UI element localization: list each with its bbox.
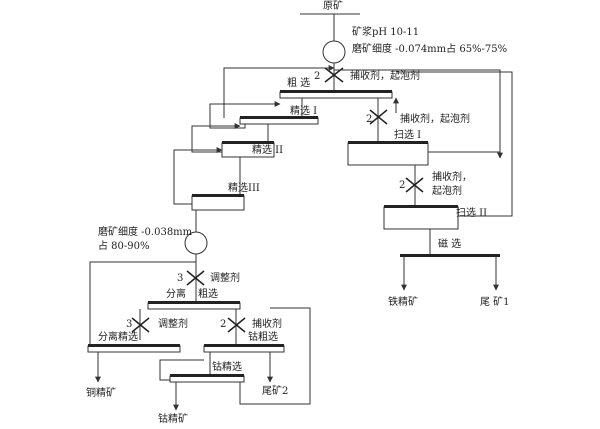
- separation-cleaner-bar: [88, 344, 180, 347]
- scavenger1-return: [334, 69, 501, 153]
- rougher-bar: [280, 90, 392, 93]
- cobalt-rougher-stage-no: 2: [220, 319, 227, 330]
- separation-cleaner-x: [131, 317, 150, 333]
- cobalt-conc-label: 钴精矿: [158, 414, 188, 425]
- scavenger1-cell: [347, 142, 429, 166]
- separation-rougher-label-right: 粗选: [198, 289, 218, 300]
- separation-conditioner-x: [186, 270, 205, 286]
- cleaner3-bar: [192, 194, 244, 197]
- cleaner1-return: [209, 101, 281, 129]
- grind2-line2: 占 80-90%: [98, 241, 150, 252]
- main-return-loop: [223, 65, 335, 118]
- separation-conditioner-stage-no: 3: [177, 273, 184, 284]
- scavenger1-reagent-x: [369, 109, 388, 125]
- scavenger1-label: 扫选 I: [394, 130, 422, 141]
- grind2-line1: 磨矿细度 -0.038mm: [98, 227, 193, 238]
- cobalt-rougher-label: 钴粗选: [248, 332, 278, 343]
- separation-rougher-bar: [148, 301, 240, 304]
- cleaner1-label: 精选 I: [290, 106, 318, 117]
- cleaner2-bar: [222, 141, 274, 144]
- scavenger2-reagent-line1: 捕收剂，: [432, 172, 472, 183]
- iron-conc-label: 铁精矿: [388, 297, 418, 308]
- scavenger2-return: [396, 71, 513, 217]
- scavenger2-cell: [383, 206, 459, 230]
- tailing2-label: 尾矿2: [262, 386, 289, 397]
- feed-ore-label: 原矿: [323, 1, 343, 12]
- scavenger2-stage-no: 2: [399, 180, 406, 191]
- scavenger2-bar: [384, 205, 458, 208]
- separation-rougher-label-left: 分离: [166, 289, 186, 300]
- rougher-label: 粗 选: [287, 78, 311, 89]
- grinding-mill-1: [322, 40, 346, 64]
- cleaner2-label: 精选 II: [252, 145, 284, 156]
- pulp-ph-label: 矿浆pH 10-11: [352, 27, 420, 38]
- separation-return: [89, 261, 196, 344]
- scavenger1-bar: [348, 141, 428, 144]
- scavenger2-reagent-x: [405, 177, 424, 193]
- rougher-reagent-label: 捕收剂，起泡剂: [350, 71, 420, 82]
- scavenger2-reagent-line2: 起泡剂: [432, 186, 462, 197]
- cleaner3-cell: [191, 195, 245, 211]
- cleaner3-return: [173, 147, 223, 205]
- grind1-label: 磨矿细度 -0.074mm占 65%-75%: [352, 44, 508, 55]
- cobalt-cleaner-bar: [170, 374, 244, 377]
- scavenger2-label: 扫选 II: [456, 208, 488, 219]
- cobalt-cleaner-label: 钴精选: [212, 362, 242, 373]
- separation-cleaner-stage-no: 3: [126, 319, 133, 330]
- scavenger1-stage-no: 2: [366, 114, 373, 125]
- tailing1-label: 尾 矿1: [480, 297, 510, 308]
- cobalt-rougher-return: [239, 307, 311, 405]
- copper-conc-label: 铜精矿: [86, 388, 116, 399]
- cleaner1-bar: [240, 116, 318, 119]
- rougher-stage-no: 2: [314, 71, 321, 82]
- magnetic-label: 磁 选: [438, 239, 462, 250]
- cobalt-rougher-reagent: 捕收剂: [252, 319, 282, 330]
- separation-cleaner-label: 分离精选: [98, 332, 138, 343]
- magnetic-bar: [400, 254, 500, 257]
- cleaner3-label: 精选III: [228, 183, 260, 194]
- separation-conditioner-reagent: 调整剂: [210, 273, 240, 284]
- separation-cleaner-reagent: 调整剂: [158, 319, 188, 330]
- scavenger1-reagent-label: 捕收剂，起泡剂: [400, 114, 470, 125]
- cleaner2-return: [191, 123, 241, 153]
- cobalt-rougher-x: [227, 317, 246, 333]
- cobalt-rougher-bar: [204, 344, 284, 347]
- cobalt-cleaner-return: [159, 359, 204, 381]
